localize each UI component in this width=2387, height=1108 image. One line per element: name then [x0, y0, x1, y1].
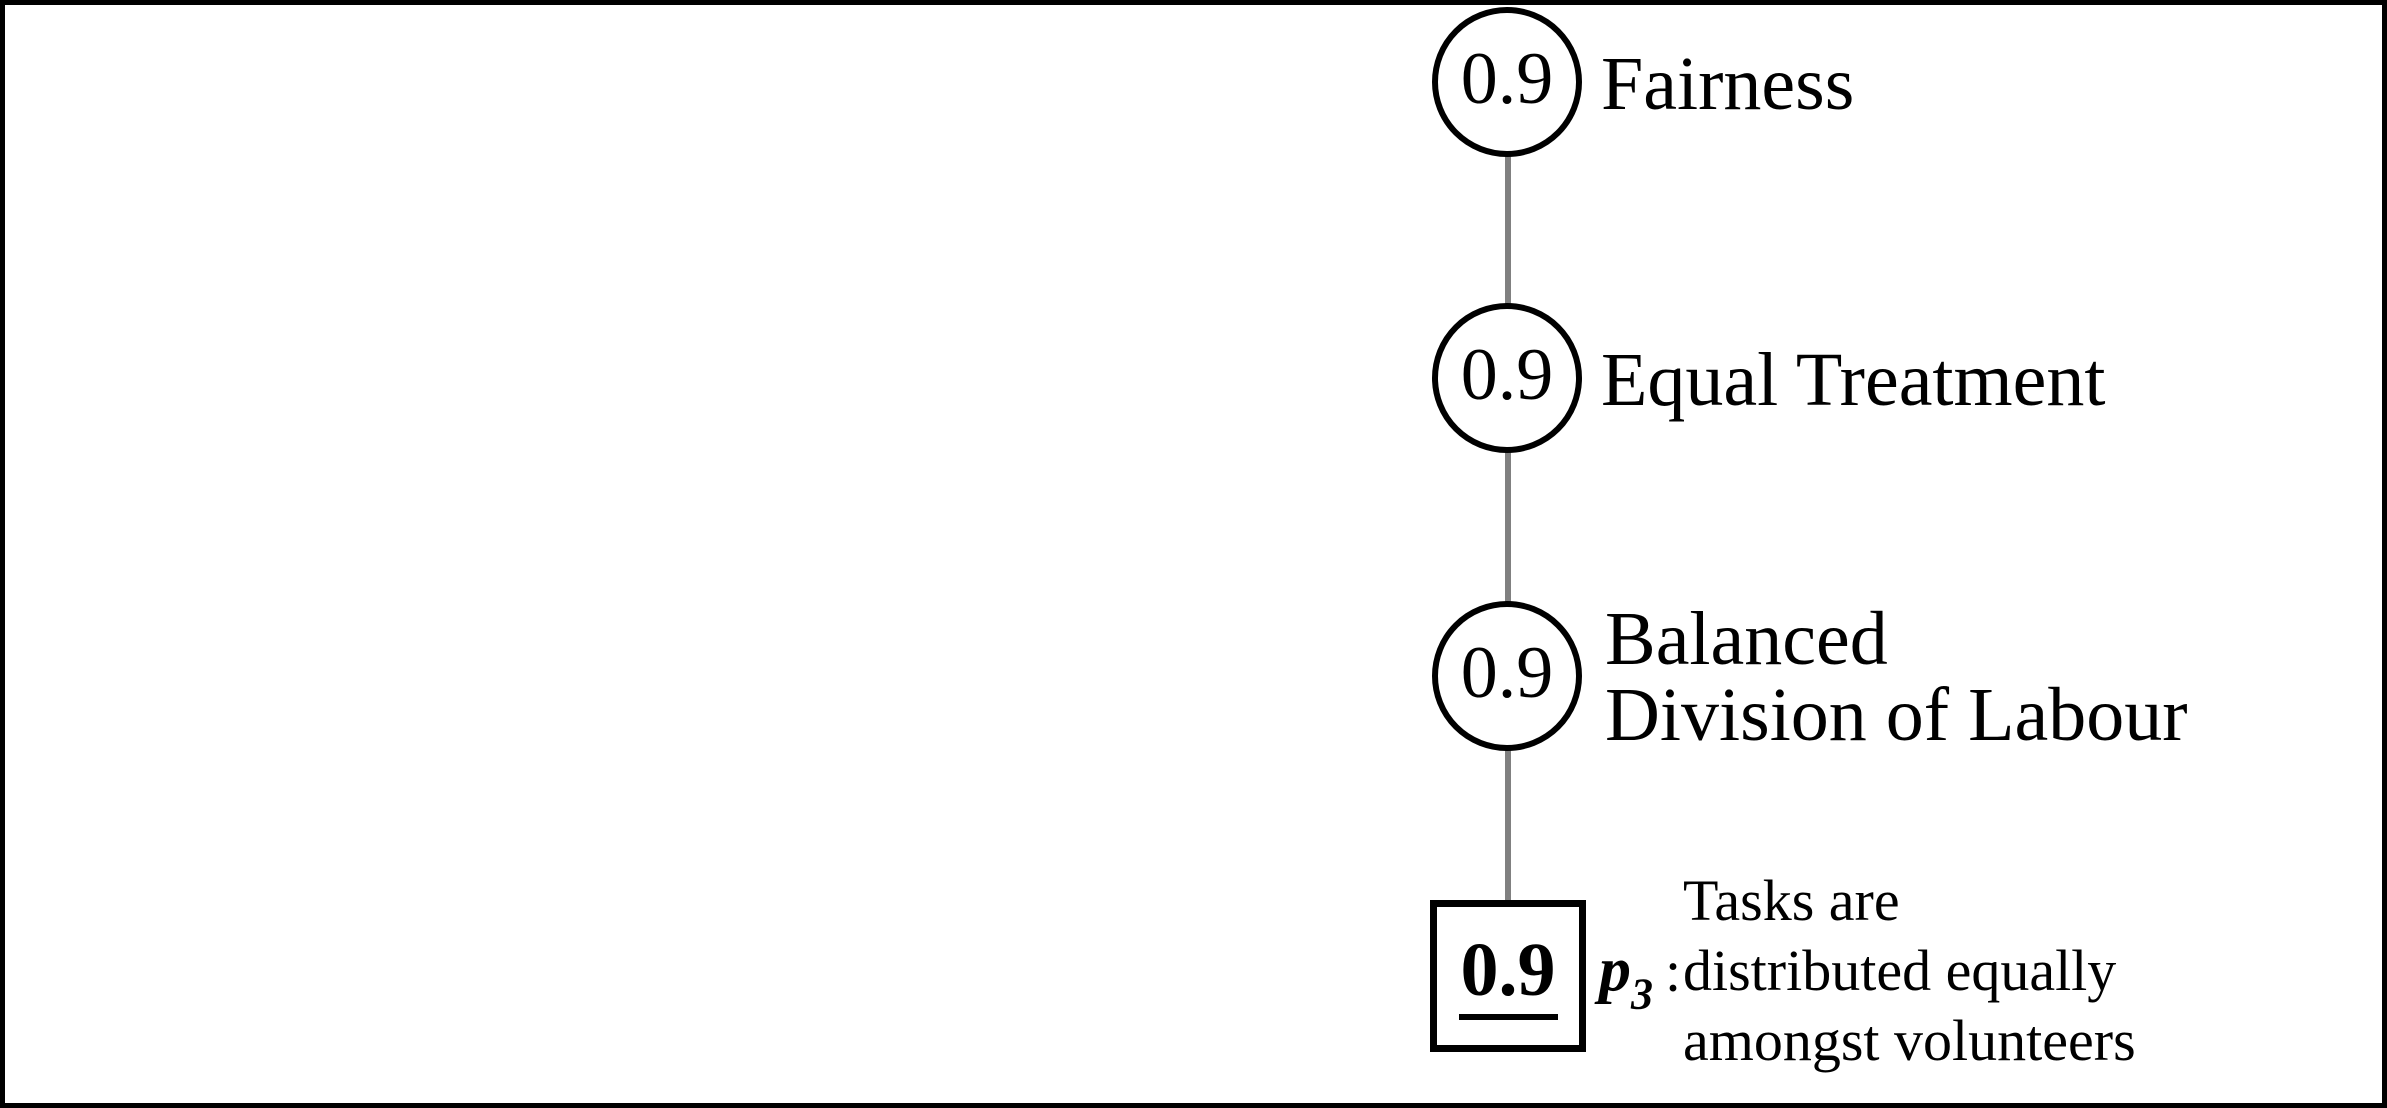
- node-p3-description-line1: Tasks are: [1683, 868, 1900, 933]
- node-balanced-division-label-line2: Division of Labour: [1605, 673, 2188, 757]
- node-equal-treatment-label: Equal Treatment: [1601, 338, 2106, 422]
- node-fairness-circle: 0.9: [1432, 7, 1582, 157]
- edge-balanced-division-to-p3: [1505, 749, 1511, 904]
- edge-fairness-to-equal-treatment: [1505, 153, 1511, 307]
- node-p3-symbol-letter: p: [1599, 933, 1631, 1005]
- node-balanced-division-value: 0.9: [1460, 632, 1554, 714]
- node-equal-treatment-circle: 0.9: [1432, 303, 1582, 453]
- node-p3-symbol: p3:: [1599, 933, 1681, 1020]
- node-fairness-value: 0.9: [1460, 38, 1554, 120]
- node-p3-description-line2: distributed equally: [1683, 938, 2117, 1003]
- edge-equal-treatment-to-balanced-division: [1505, 450, 1511, 605]
- node-p3-square: 0.9: [1430, 900, 1586, 1052]
- node-p3-symbol-subscript: 3: [1631, 969, 1653, 1019]
- node-p3-value: 0.9: [1458, 932, 1558, 1020]
- node-balanced-division-label: Balanced Division of Labour: [1605, 601, 2188, 753]
- node-p3-description-line3: amongst volunteers: [1683, 1008, 2136, 1073]
- node-equal-treatment-value: 0.9: [1460, 334, 1554, 416]
- node-balanced-division-label-line1: Balanced: [1605, 597, 1888, 681]
- node-p3-description: Tasks are distributed equally amongst vo…: [1683, 866, 2136, 1076]
- node-fairness-label: Fairness: [1601, 42, 1855, 126]
- node-p3-symbol-separator: :: [1665, 938, 1682, 1004]
- node-balanced-division-circle: 0.9: [1432, 601, 1582, 751]
